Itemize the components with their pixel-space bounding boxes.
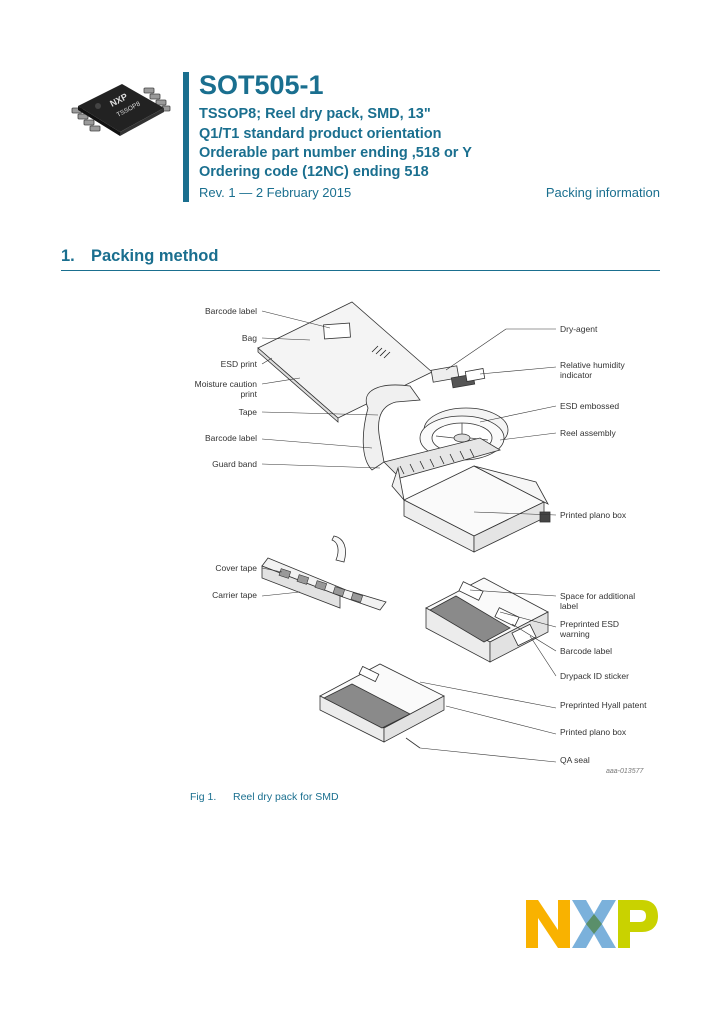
figure-number: Fig 1.	[190, 791, 217, 803]
label-preprinted-esd: Preprinted ESD	[560, 619, 620, 629]
subtitle-line-2: Q1/T1 standard product orientation	[199, 126, 442, 142]
label-bag: Bag	[241, 333, 257, 343]
title-accent-bar	[183, 72, 189, 202]
drawing-code: aaa-013577	[606, 768, 644, 775]
section-title: Packing method	[91, 247, 219, 265]
tssop8-chip-illustration: NXP TSSOP8	[71, 84, 171, 136]
nxp-logo	[526, 900, 658, 948]
box-label-space	[458, 581, 484, 601]
label-cover-tape: Cover tape	[215, 563, 257, 573]
subtitle-line-4: Ordering code (12NC) ending 518	[199, 164, 429, 180]
label-esd-print: ESD print	[220, 359, 257, 369]
label-reel-assembly: Reel assembly	[560, 428, 616, 438]
document-type: Packing information	[545, 185, 660, 200]
revision-date: Rev. 1 — 2 February 2015	[199, 185, 352, 200]
figure-caption: Fig 1. Reel dry pack for SMD	[190, 791, 339, 803]
section-heading: 1. Packing method	[61, 247, 218, 266]
label-esd-embossed: ESD embossed	[560, 401, 620, 411]
label-barcode-label-bag: Barcode label	[205, 306, 257, 316]
label-space-additional-label: label	[560, 601, 578, 611]
box-grey-band	[429, 595, 511, 643]
label-tape: Tape	[238, 407, 257, 417]
bag-barcode-label	[323, 322, 351, 340]
label-qa-seal: QA seal	[560, 755, 590, 765]
label-carrier-tape: Carrier tape	[212, 590, 257, 600]
label-printed-plano-box-1: Printed plano box	[560, 510, 627, 520]
subtitle-line-3: Orderable part number ending ,518 or Y	[199, 145, 472, 161]
box-drypack-sticker	[511, 623, 537, 647]
label-drypack-id-sticker: Drypack ID sticker	[560, 671, 629, 681]
figure-caption-text: Reel dry pack for SMD	[233, 791, 339, 803]
label-moisture-caution-print: print	[240, 389, 257, 399]
subtitle-line-1: TSSOP8; Reel dry pack, SMD, 13"	[199, 106, 431, 122]
carrier-strip	[383, 437, 502, 479]
label-guard-band: Guard band	[212, 459, 257, 469]
label-printed-plano-box-2: Printed plano box	[560, 727, 627, 737]
label-moisture-caution: Moisture caution	[194, 379, 257, 389]
section-number: 1.	[61, 247, 75, 265]
label-preprinted-esd-warning: warning	[560, 629, 590, 639]
packing-drawing	[257, 301, 557, 763]
label-preprinted-hyall-patent: Preprinted Hyall patent	[560, 700, 647, 710]
plano-box-flap	[473, 465, 549, 505]
tape-band	[362, 384, 421, 471]
label-barcode-label-box: Barcode label	[560, 646, 612, 656]
label-barcode-label-reel: Barcode label	[205, 433, 257, 443]
label-relative-humidity: Relative humidity	[560, 360, 625, 370]
label-dry-agent: Dry-agent	[560, 324, 598, 334]
label-humidity-indicator: indicator	[560, 370, 593, 380]
flat-box-grey-band	[323, 683, 411, 729]
section-rule	[61, 270, 660, 271]
label-space-additional: Space for additional	[560, 591, 636, 601]
reel-dry-pack-figure: Barcode label Bag ESD print Moisture cau…	[0, 290, 720, 790]
page-title: SOT505-1	[199, 70, 324, 100]
